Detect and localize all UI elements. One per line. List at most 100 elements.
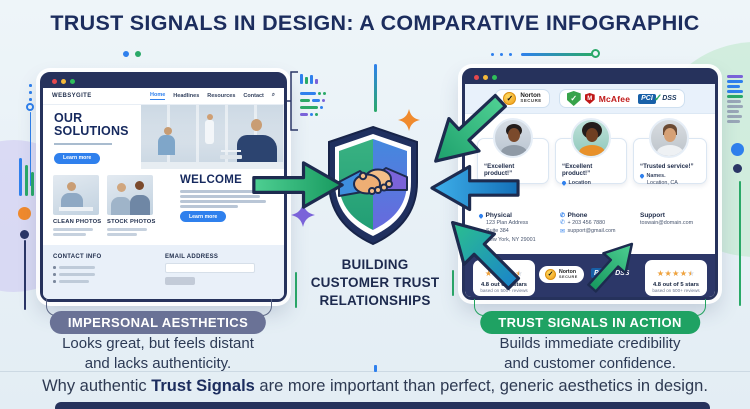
star-rating-icon: ★★★★★ ★★★★★ [656,269,696,278]
sparkle-orange-icon [398,109,420,131]
norton-secure-badge: ✓ Norton SECURE [495,89,550,108]
arrow-rating-to-shield-icon [451,221,521,291]
decor-code-block [287,71,326,131]
avatar-testimonial-2 [571,118,611,158]
site-nav: Home Headlines Resources Contact ⌕ [150,92,275,100]
submit-button[interactable] [165,277,195,285]
impersonal-aesthetics-pill: IMPERSONAL AESTHETICS [49,311,267,334]
norton-footer-badge: ✓ Norton SECURE [539,266,584,283]
security-badges-group: ✓ M McAfee PCI ✓ DSS [558,89,685,108]
right-caption: Builds immediate credibility and custome… [499,335,681,372]
decor-bar [727,80,743,83]
email-address-label: EMAIL ADDRESS [165,254,219,260]
maximize-dot-icon [70,79,75,84]
footer-divider-tick [374,365,377,372]
maximize-dot-icon [492,75,497,80]
arrow-badges-to-shield-icon [434,93,507,163]
mcafee-logo: McAfee [598,93,631,104]
left-site-footer: CONTACT INFO EMAIL ADDRESS [43,245,284,299]
decor-dot [29,84,32,87]
email-input[interactable] [165,263,255,273]
decor-dot [509,53,512,56]
left-site-header: WEBSYGITE Home Headlines Resources Conta… [43,88,284,105]
decor-bar [727,115,742,118]
decor-line [295,272,297,308]
phone-icon: ✆ [560,212,566,219]
close-dot-icon [52,79,57,84]
norton-check-icon: ✓ [545,269,556,280]
minimize-dot-icon [483,75,488,80]
trust-signals-pill: TRUST SIGNALS IN ACTION [480,311,700,334]
pci-dss-badge: PCI ✓ DSS [638,92,677,104]
support-email-link[interactable]: support@gmail.com [567,228,616,235]
close-dot-icon [474,75,479,80]
phone-icon: ✆ [560,220,566,227]
left-caption: Looks great, but feels distant and lacks… [62,335,254,372]
contact-phone: ✆ Phone ✆ + 203 456 7880 ✉ support@gmail… [560,212,616,235]
decor-bar [25,165,28,196]
decor-line [24,240,26,310]
nav-item-contact[interactable]: Contact [243,93,264,99]
sparkle-purple-icon [291,203,315,227]
left-browser-window: WEBSYGITE Home Headlines Resources Conta… [40,72,287,302]
arrow-contact-highlight-icon [587,242,634,293]
decor-bar [31,172,34,196]
photo-label-stock: STOCK PHOTOS [107,219,156,225]
pci-check-icon: ✓ [653,92,663,104]
avatar-testimonial-1 [493,118,533,158]
decor-line [374,64,377,112]
nav-item-headlines[interactable]: Headlines [173,93,200,99]
decor-dot-orange [18,207,31,220]
decor-dot [491,53,494,56]
left-window-titlebar [43,75,284,88]
mail-icon: ✉ [560,228,566,235]
verified-shield-icon: ✓ [566,91,581,106]
stock-photo-thumbnail [107,175,153,215]
nav-item-home[interactable]: Home [150,92,166,100]
decor-dot [123,51,129,57]
hero-learn-more-button[interactable]: Learn more [54,152,101,164]
decor-dot [29,91,32,94]
decor-dot [135,51,141,57]
search-icon[interactable]: ⌕ [271,92,275,99]
contact-support: Support toswain@domain.com [640,212,694,226]
hero-rule [54,142,112,145]
rating-card-right: ★★★★★ ★★★★★ 4.8 out of 5 stars based on … [645,260,707,296]
hero-photo [141,105,284,169]
photo-label-clean: CLEAN PHOTOS [53,219,102,225]
left-hero-section: OUR SOLUTIONS Learn more [43,105,284,169]
decor-bar [727,90,743,93]
right-window-titlebar [465,71,715,84]
arrow-left-to-shield-icon [252,161,344,209]
decor-dot [733,164,742,173]
decor-bar [727,75,743,78]
contact-section: Physical 123 Plan Address Suite 384 New … [465,212,715,254]
bottom-bar [55,402,710,409]
decor-line [452,270,454,296]
contact-info-label: CONTACT INFO [53,254,102,260]
support-email-link[interactable]: toswain@domain.com [640,220,694,226]
site-logo: WEBSYGITE [52,93,92,99]
footer-statement: Why authentic Trust Signals are more imp… [42,377,708,395]
welcome-learn-more-button[interactable]: Learn more [180,211,227,222]
left-mid-section: CLEAN PHOTOS STOCK PHOTOS WELCOME Learn … [43,169,284,245]
hero-heading: OUR SOLUTIONS [54,111,129,139]
trust-badge-bar: ✓ Norton SECURE ✓ M McAfee PCI ✓ DSS [465,84,715,114]
welcome-heading: WELCOME [180,174,243,186]
decor-bar [727,105,743,108]
testimonial-card-3: “Trusted service!” Names. Location, CA [633,138,707,186]
page-title: TRUST SIGNALS IN DESIGN: A COMPARATIVE I… [50,11,700,35]
decor-bar [727,100,741,103]
minimize-dot-icon [61,79,66,84]
location-pin-icon [639,172,645,179]
trust-shield-handshake-icon [328,125,418,246]
decor-ring [26,103,34,111]
decor-ring [591,49,600,58]
avatar-testimonial-3 [649,118,689,158]
decor-dot [731,143,744,156]
decor-bar [727,110,739,113]
decor-bar [727,85,740,88]
nav-item-resources[interactable]: Resources [207,93,236,99]
center-caption: BUILDING CUSTOMER TRUST RELATIONSHIPS [310,257,440,308]
